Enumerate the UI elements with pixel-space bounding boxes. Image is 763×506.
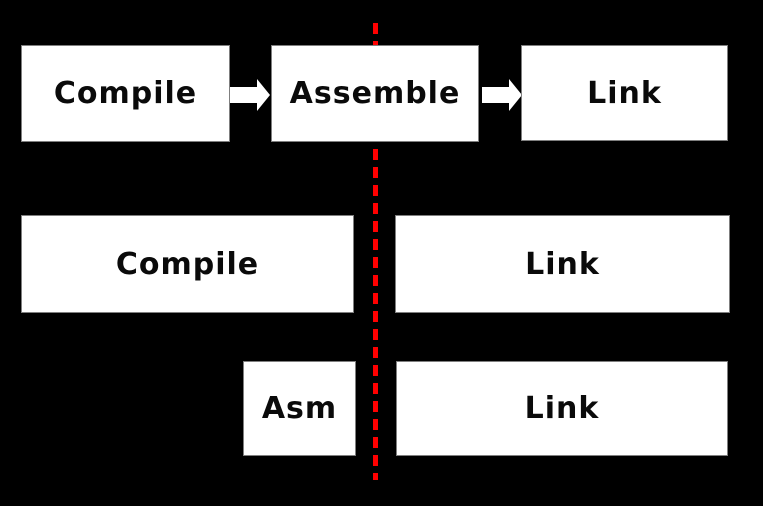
red-dashed-divider-line bbox=[373, 23, 378, 480]
node-label: Link bbox=[587, 75, 662, 111]
node-label: Link bbox=[525, 246, 600, 282]
node-asm-bottom: Asm bbox=[243, 361, 356, 456]
arrow-right-icon bbox=[230, 79, 270, 111]
node-link-top: Link bbox=[521, 45, 728, 141]
node-label: Assemble bbox=[289, 76, 461, 111]
node-compile-top: Compile bbox=[21, 45, 230, 142]
node-label: Compile bbox=[53, 76, 198, 111]
node-link-bottom: Link bbox=[396, 361, 728, 456]
node-assemble-top: Assemble bbox=[271, 45, 479, 142]
arrow-right-icon bbox=[482, 79, 522, 111]
node-label: Link bbox=[524, 391, 600, 426]
node-compile-middle: Compile bbox=[21, 215, 354, 313]
node-label: Asm bbox=[261, 391, 338, 426]
node-label: Compile bbox=[115, 246, 260, 282]
node-link-middle: Link bbox=[395, 215, 730, 313]
